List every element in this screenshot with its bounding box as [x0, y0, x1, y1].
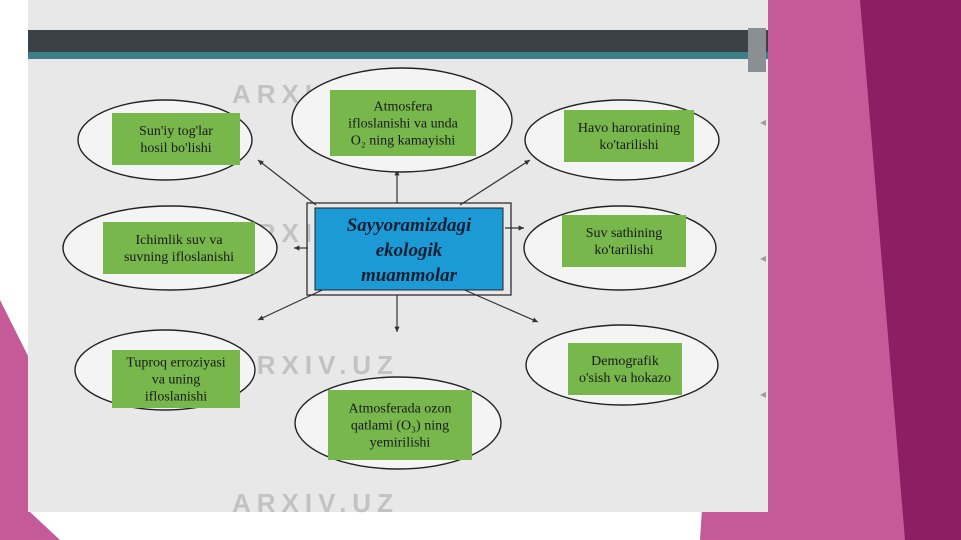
node-label-line: Sun'iy tog'lar — [139, 124, 213, 139]
node-label-line: ifloslanishi va unda — [348, 117, 458, 132]
node-label-line: Suv sathining — [586, 226, 663, 241]
node-soil-erosion: Tuproq erroziyasi va uning ifloslanishi — [74, 329, 256, 411]
node-label-line: O₂ ning kamayishi — [351, 134, 456, 149]
bullet-arrow-icon: ◂ — [760, 251, 766, 265]
node-box — [562, 215, 686, 267]
node-temperature-rise: Havo haroratining ko'tarilishi — [524, 99, 720, 181]
node-label-line: yemirilishi — [370, 436, 431, 451]
node-label-line: Ichimlik suv va — [135, 233, 223, 248]
connector-arrowhead — [258, 160, 264, 166]
connector-arrowhead — [532, 317, 538, 323]
header-end-cap — [748, 28, 766, 72]
diagram-nodes: Sun'iy tog'lar hosil bo'lishi Atmosfera ifl… — [62, 67, 720, 470]
center-title-line-1: Sayyoramizdagi — [347, 215, 472, 236]
connector-arrowhead — [294, 245, 300, 251]
node-label-line: o'sish va hokazo — [579, 371, 671, 386]
node-artificial-mountains: Sun'iy tog'lar hosil bo'lishi — [77, 99, 253, 181]
connector-line — [459, 287, 539, 323]
connector-arrowhead — [394, 170, 400, 176]
node-box — [328, 390, 472, 460]
connector-arrowhead — [518, 225, 524, 231]
node-box — [112, 113, 240, 165]
node-label-line: Havo haroratining — [578, 121, 680, 136]
connector-arrowhead — [394, 326, 400, 332]
node-box — [103, 222, 255, 274]
node-label-line: Demografik — [591, 354, 659, 369]
center-title-line-3: muammolar — [361, 265, 458, 286]
header-accent-line — [28, 52, 768, 59]
node-label-line: suvning ifloslanishi — [124, 250, 234, 265]
center-node: Sayyoramizdagi ekologik muammolar — [306, 202, 512, 296]
node-water-level: Suv sathining ko'tarilishi — [523, 205, 717, 291]
connector-line — [257, 284, 334, 321]
node-ozone-layer: Atmosferada ozon qatlami (O₃) ning yemiril… — [294, 376, 502, 470]
node-label-line: hosil bo'lishi — [140, 141, 211, 156]
magenta-decor-right-dark — [860, 0, 961, 540]
node-label-line: Atmosferada ozon — [348, 402, 451, 417]
node-label-line: Tuproq erroziyasi — [126, 356, 226, 371]
center-title-line-2: ekologik — [376, 240, 443, 261]
node-label-line: ko'tarilishi — [594, 243, 653, 258]
connector-line — [257, 159, 317, 206]
bullet-arrow-icon: ◂ — [760, 115, 766, 129]
node-label-line: ko'tarilishi — [599, 138, 658, 153]
bullet-arrow-icon: ◂ — [760, 387, 766, 401]
connector-line — [459, 159, 531, 206]
center-node-frame — [306, 202, 512, 296]
node-label-line: Atmosfera — [373, 100, 433, 115]
node-atmosphere-pollution: Atmosfera ifloslanishi va unda O₂ ning kam… — [291, 67, 513, 173]
connector-layer — [257, 159, 539, 332]
watermark-text: ARXIV.UZ — [232, 350, 399, 380]
node-drinking-water: Ichimlik suv va suvning ifloslanishi — [62, 205, 278, 291]
center-node-box — [314, 207, 504, 291]
connector-arrowhead — [524, 160, 530, 166]
node-label-line: va uning — [152, 373, 201, 388]
node-label-line: qatlami (O₃) ning — [351, 419, 449, 434]
node-box — [112, 350, 240, 408]
node-box — [564, 110, 694, 162]
node-label-line: ifloslanishi — [145, 390, 207, 405]
header-bar — [28, 30, 768, 52]
connector-arrowhead — [258, 315, 264, 321]
node-box — [330, 90, 476, 156]
node-demographic-growth: Demografik o'sish va hokazo — [525, 324, 719, 406]
watermark-text: ARXIV.UZ — [232, 488, 399, 518]
node-box — [568, 343, 682, 395]
